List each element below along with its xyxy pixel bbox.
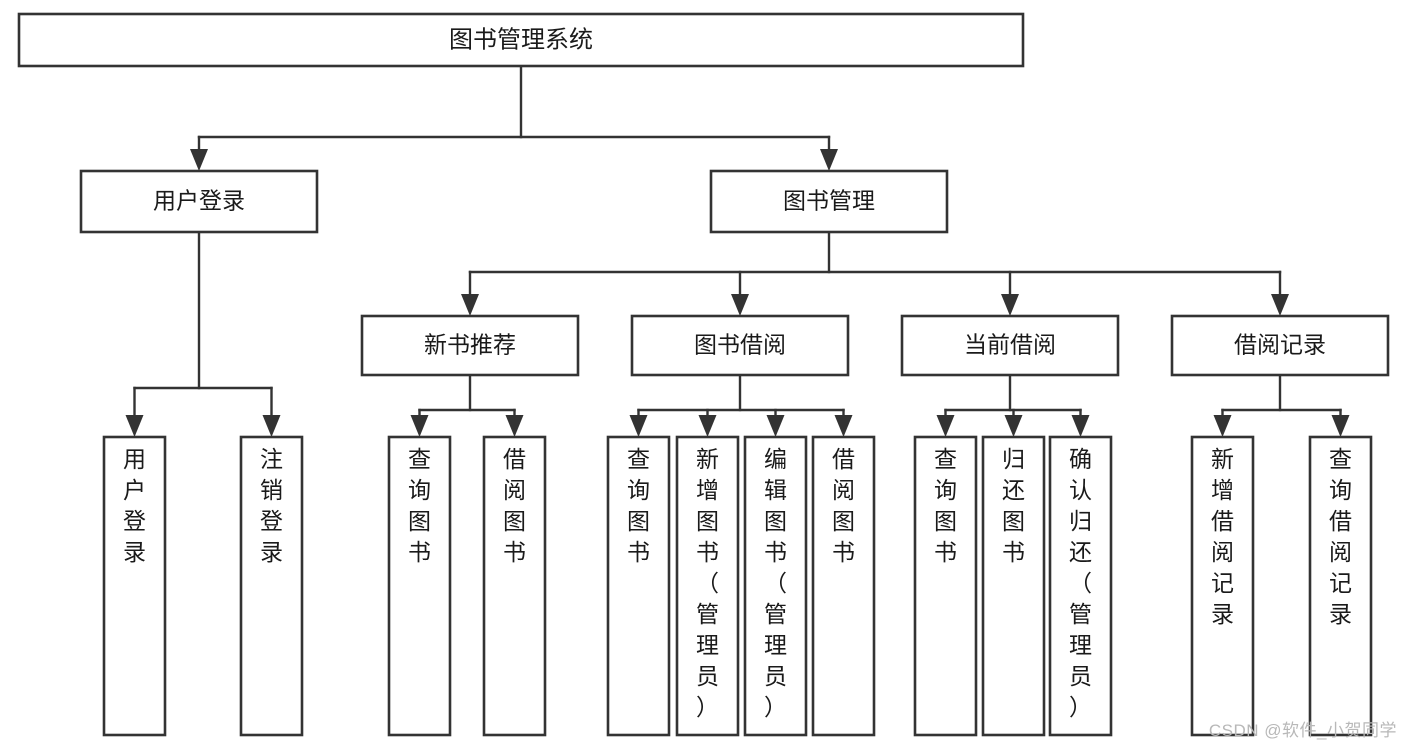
arrow-head-icon — [190, 149, 208, 171]
arrow-head-icon — [262, 415, 281, 437]
node-label-bb-query-book: 查询图书 — [627, 446, 650, 565]
node-bb-query-book[interactable]: 查询图书 — [606, 435, 671, 737]
node-box-borrow-records — [1170, 314, 1390, 377]
node-box-br-add-record — [1190, 435, 1255, 737]
node-box-cb-confirm-return — [1048, 435, 1113, 737]
node-label-bb-add-book: 新增图书（管理员） — [696, 446, 719, 720]
node-box-new-book-recommend — [360, 314, 580, 377]
node-cb-confirm-return[interactable]: 确认归还（管理员） — [1048, 435, 1113, 737]
node-label-cb-query-book: 查询图书 — [934, 446, 957, 565]
node-root[interactable]: 图书管理系统 — [17, 12, 1025, 68]
node-label-new-book-recommend: 新书推荐 — [424, 332, 516, 358]
node-layer: 图书管理系统用户登录图书管理用户登录注销登录新书推荐图书借阅当前借阅借阅记录查询… — [17, 12, 1390, 737]
node-label-nbr-borrow-book: 借阅图书 — [503, 446, 526, 565]
node-label-borrow-records: 借阅记录 — [1234, 332, 1326, 358]
node-new-book-recommend[interactable]: 新书推荐 — [360, 314, 580, 377]
node-label-leaf-user-login: 用户登录 — [123, 446, 146, 565]
node-label-nbr-query-book: 查询图书 — [408, 446, 431, 565]
arrow-head-icon — [1213, 415, 1232, 437]
node-label-user-login: 用户登录 — [153, 188, 245, 214]
node-current-borrow[interactable]: 当前借阅 — [900, 314, 1120, 377]
node-label-current-borrow: 当前借阅 — [964, 332, 1056, 358]
arrow-head-icon — [1331, 415, 1350, 437]
node-book-manage[interactable]: 图书管理 — [709, 169, 949, 234]
node-box-cb-query-book — [913, 435, 978, 737]
node-cb-return-book[interactable]: 归还图书 — [981, 435, 1046, 737]
node-user-login[interactable]: 用户登录 — [79, 169, 319, 234]
arrow-head-icon — [731, 294, 749, 316]
node-box-leaf-user-login — [102, 435, 167, 737]
arrow-head-icon — [629, 415, 648, 437]
arrow-head-icon — [834, 415, 853, 437]
node-label-book-borrow: 图书借阅 — [694, 332, 786, 358]
node-label-leaf-user-logout: 注销登录 — [260, 446, 283, 565]
arrow-head-icon — [766, 415, 785, 437]
node-box-current-borrow — [900, 314, 1120, 377]
node-box-bb-query-book — [606, 435, 671, 737]
node-leaf-user-login[interactable]: 用户登录 — [102, 435, 167, 737]
node-label-bb-borrow-book: 借阅图书 — [832, 446, 855, 565]
node-label-bb-edit-book: 编辑图书（管理员） — [764, 446, 787, 720]
arrow-head-icon — [461, 294, 479, 316]
node-box-nbr-query-book — [387, 435, 452, 737]
node-bb-edit-book[interactable]: 编辑图书（管理员） — [743, 435, 808, 737]
node-bb-add-book[interactable]: 新增图书（管理员） — [675, 435, 740, 737]
node-box-bb-edit-book — [743, 435, 808, 737]
arrow-head-icon — [936, 415, 955, 437]
watermark-text: CSDN @软件_小贺同学 — [1208, 721, 1397, 740]
node-box-cb-return-book — [981, 435, 1046, 737]
node-box-bb-borrow-book — [811, 435, 876, 737]
node-box-root — [17, 12, 1025, 68]
node-box-user-login — [79, 169, 319, 234]
node-label-cb-confirm-return: 确认归还（管理员） — [1069, 446, 1092, 720]
arrow-head-icon — [698, 415, 717, 437]
node-cb-query-book[interactable]: 查询图书 — [913, 435, 978, 737]
node-book-borrow[interactable]: 图书借阅 — [630, 314, 850, 377]
node-br-query-record[interactable]: 查询借阅记录 — [1308, 435, 1373, 737]
arrow-head-icon — [1001, 294, 1019, 316]
node-box-br-query-record — [1308, 435, 1373, 737]
node-nbr-query-book[interactable]: 查询图书 — [387, 435, 452, 737]
node-leaf-user-logout[interactable]: 注销登录 — [239, 435, 304, 737]
node-borrow-records[interactable]: 借阅记录 — [1170, 314, 1390, 377]
node-br-add-record[interactable]: 新增借阅记录 — [1190, 435, 1255, 737]
node-box-nbr-borrow-book — [482, 435, 547, 737]
arrow-head-icon — [1071, 415, 1090, 437]
node-label-br-add-record: 新增借阅记录 — [1211, 446, 1234, 627]
node-box-book-manage — [709, 169, 949, 234]
node-label-cb-return-book: 归还图书 — [1002, 446, 1025, 565]
arrow-head-icon — [505, 415, 524, 437]
node-label-book-manage: 图书管理 — [783, 188, 875, 214]
arrow-head-icon — [410, 415, 429, 437]
arrow-head-icon — [125, 415, 144, 437]
node-bb-borrow-book[interactable]: 借阅图书 — [811, 435, 876, 737]
arrow-head-icon — [820, 149, 838, 171]
node-box-bb-add-book — [675, 435, 740, 737]
node-label-br-query-record: 查询借阅记录 — [1329, 446, 1352, 627]
node-nbr-borrow-book[interactable]: 借阅图书 — [482, 435, 547, 737]
connector-layer — [125, 64, 1350, 437]
arrow-head-icon — [1271, 294, 1289, 316]
node-box-book-borrow — [630, 314, 850, 377]
arrow-head-icon — [1004, 415, 1023, 437]
node-label-root: 图书管理系统 — [449, 26, 593, 53]
node-box-leaf-user-logout — [239, 435, 304, 737]
